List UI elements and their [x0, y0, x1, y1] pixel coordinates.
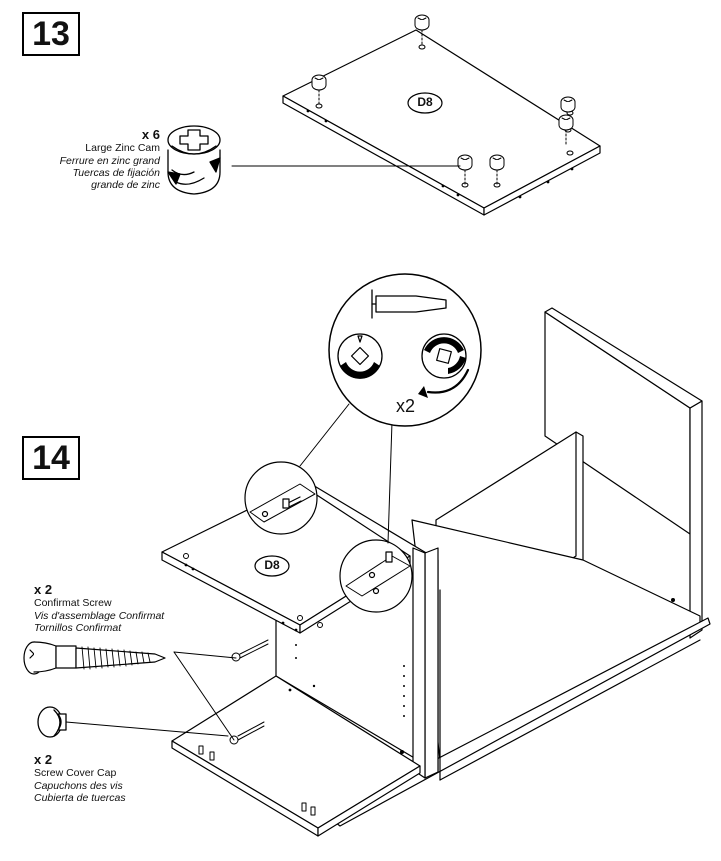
screwdriver-icon: [371, 289, 447, 319]
hardware-name-es-line2: grande de zinc: [91, 179, 160, 192]
step14-detail-circle-right: [339, 539, 413, 613]
confirmat-screw-icon: [23, 641, 166, 675]
step14-screw-label: x 2 Confirmat Screw Vis d'assemblage Con…: [34, 582, 214, 634]
cam-lock-icon: [421, 333, 467, 379]
cap-name-fr: Capuchons des vis: [34, 779, 123, 792]
cap-name-es: Cubierta de tuercas: [34, 792, 126, 805]
step14-detail-circle-left: [244, 461, 318, 535]
step14-panel-label-badge: [254, 555, 290, 577]
step13-panel-label: D8: [417, 95, 433, 109]
hardware-qty: x 6: [141, 127, 160, 142]
step14-cap-label: x 2 Screw Cover Cap Capuchons des vis Cu…: [34, 752, 214, 804]
rotate-arrow-icon: [418, 368, 470, 398]
step14-detail-callout: [328, 273, 482, 427]
step14-peg-holes: [288, 598, 675, 754]
step14-screws-placed: [229, 639, 269, 745]
hardware-name-fr: Ferrure en zinc grand: [59, 154, 160, 167]
step-number-13: 13: [22, 12, 80, 56]
step14-panel-label: D8: [264, 558, 280, 572]
cap-name-en: Screw Cover Cap: [34, 767, 117, 780]
cover-cap-icon: [37, 706, 67, 738]
step14-base-panel: [171, 675, 421, 837]
cam-lock-icon: [167, 125, 221, 195]
screw-name-en: Confirmat Screw: [34, 597, 112, 610]
screw-qty: x 2: [34, 582, 53, 597]
hardware-name-en: Large Zinc Cam: [85, 142, 160, 155]
detail-multiplier: x2: [396, 396, 416, 416]
step13-panel-label-badge: [407, 92, 443, 114]
step13-panel-d8: [282, 29, 601, 216]
cam-lock-icon: [337, 333, 383, 379]
step-number-text: 14: [32, 439, 70, 477]
step-number-14: 14: [22, 436, 80, 480]
hardware-name-es-line1: Tuercas de fijación: [72, 167, 160, 180]
step13-hardware-label: x 6 Large Zinc Cam Ferrure en zinc grand…: [40, 127, 160, 192]
screw-name-es: Tornillos Confirmat: [34, 622, 122, 635]
step-number-text: 13: [32, 15, 70, 53]
step14-back-panel: [544, 307, 703, 639]
cap-qty: x 2: [34, 752, 53, 767]
screw-name-fr: Vis d'assemblage Confirmat: [34, 609, 165, 622]
step13-cams: [311, 14, 576, 185]
